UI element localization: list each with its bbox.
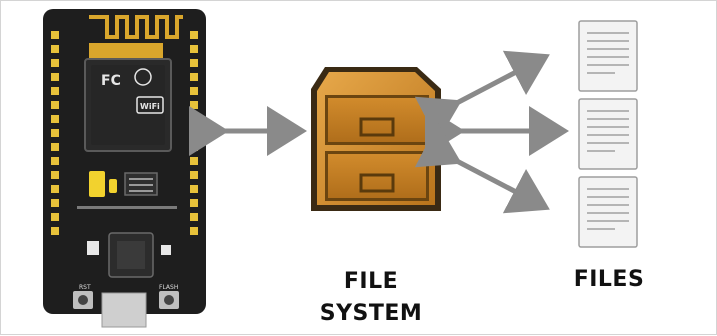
logo-mark-icon <box>134 68 152 86</box>
file-system-caption-line1: FILE <box>343 269 399 294</box>
nodemcu-board-icon: FC WiFi <box>43 9 206 328</box>
wifi-mark: WiFi <box>140 102 160 111</box>
file-system-caption-line2: SYSTEM <box>319 301 423 326</box>
flash-label: FLASH <box>159 284 178 291</box>
header-pins-right <box>190 31 198 235</box>
document-icon <box>578 176 638 248</box>
file-system-caption: FILE SYSTEM <box>301 266 441 330</box>
usb-port-icon <box>101 292 147 328</box>
fc-mark: FC <box>101 73 121 89</box>
header-pins-left <box>51 31 59 235</box>
flash-button <box>159 291 179 309</box>
files-caption: FILES <box>573 267 645 292</box>
document-icon <box>578 98 638 170</box>
double-arrow-icon <box>414 122 550 214</box>
double-arrow-icon <box>414 50 550 142</box>
document-icon <box>578 20 638 92</box>
rst-label: RST <box>79 284 91 291</box>
file-cabinet-icon <box>311 67 441 211</box>
rst-button <box>73 291 93 309</box>
